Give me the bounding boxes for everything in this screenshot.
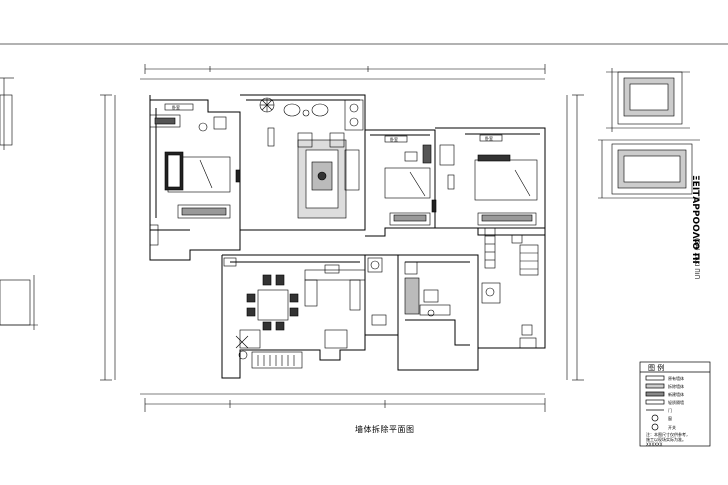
window-markers <box>164 103 503 143</box>
legend-item-6: 开关 <box>668 424 676 430</box>
right-detail-top <box>606 68 690 132</box>
legend-item-4: 门 <box>668 407 672 413</box>
title-block-sub: (ΣΑ) ΧΛΚΙ ΠΙΠ <box>693 238 700 280</box>
legend-item-2: 新建墙体 <box>668 391 684 397</box>
bedroom-three-furniture <box>439 144 538 226</box>
plan-caption: 墙体拆除平面图 <box>355 425 415 434</box>
legend-box <box>639 361 711 447</box>
room-tag-3: 卧室 <box>485 135 493 141</box>
middle-bath-furniture <box>367 257 451 326</box>
legend-note-0: 注：本图尺寸仅供参考， <box>646 431 690 437</box>
legend-note-2: XXXXXX <box>646 442 663 447</box>
legend-item-0: 原有墙体 <box>668 375 684 381</box>
legend-note-1: 施工以现场实际为准。 <box>646 436 686 442</box>
right-detail-bottom <box>598 139 700 199</box>
dimension-lines <box>100 64 584 412</box>
legend-title: 图 例 <box>648 363 664 372</box>
legend-item-3: 轻质隔墙 <box>668 399 684 405</box>
living-furniture <box>259 97 364 219</box>
room-tag-2: 卧室 <box>390 136 398 142</box>
left-detail <box>0 77 38 330</box>
bedroom-two-furniture <box>384 144 437 226</box>
right-bath-furniture <box>481 227 539 349</box>
room-tag-1: 卧室 <box>172 104 180 110</box>
walls <box>149 94 546 379</box>
legend-item-5: 窗 <box>668 415 672 421</box>
legend-item-1: 拆除墙体 <box>668 383 684 389</box>
title-block-company: ΞΕΙΤΑΡΡΟΟΛΙΟ ΠΙ <box>690 175 700 264</box>
bedroom-left-furniture <box>149 114 241 246</box>
kitchen-dining-furniture <box>223 257 366 369</box>
